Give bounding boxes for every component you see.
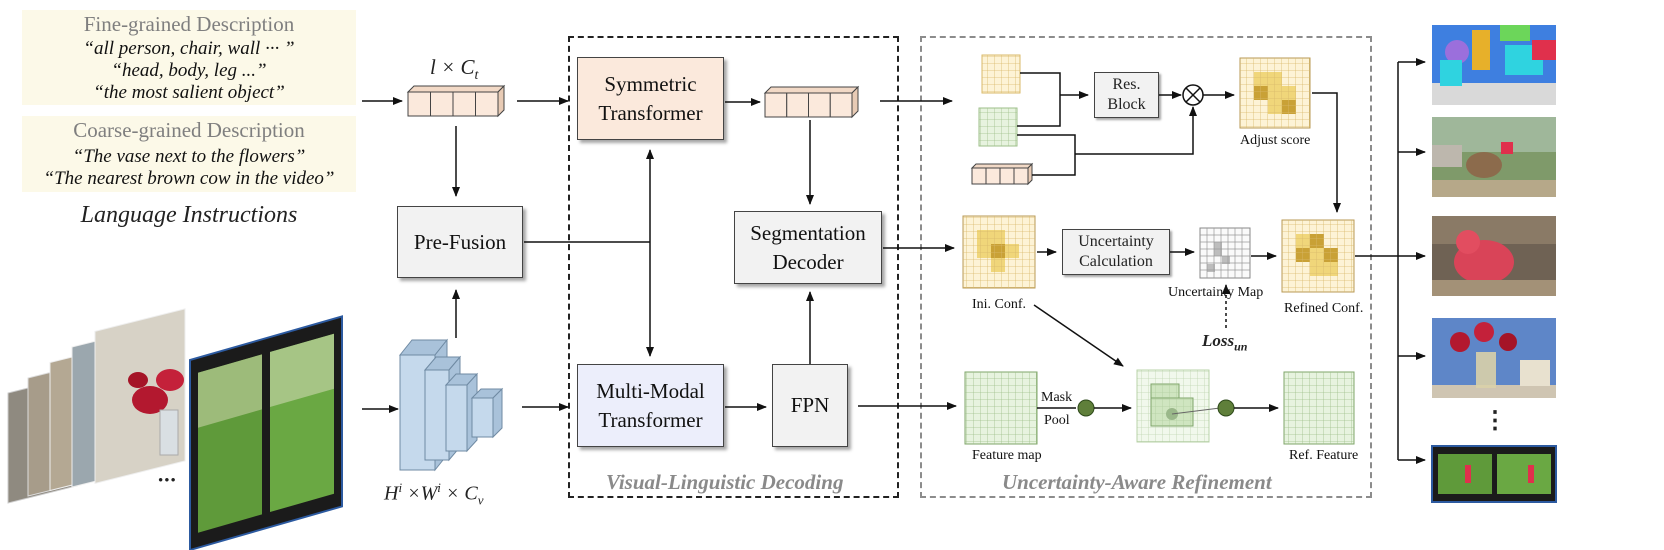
refined-conf-grid: [1281, 219, 1355, 293]
uncertainty-calculation-box: Uncertainty Calculation: [1062, 229, 1170, 275]
text-feature-dim-label: l × Ct: [430, 55, 478, 84]
ini-conf-grid: [962, 215, 1036, 289]
input-frames-stack: [7, 308, 343, 550]
symmetric-transformer-line-2: Transformer: [598, 100, 703, 125]
visual-dim-i1: i: [398, 480, 403, 495]
output-thumbnail-4: [1432, 318, 1556, 398]
ini-conf-label: Ini. Conf.: [972, 297, 1027, 312]
text-dim-sub: t: [474, 68, 479, 84]
language-instructions-label: Language Instructions: [80, 202, 298, 228]
frames-ellipsis: •••: [158, 473, 177, 489]
loss-un-label: Lossun: [1202, 331, 1247, 354]
symmetric-transformer-box: Symmetric Transformer: [577, 57, 724, 140]
section-visual-linguistic-decoding: Visual-Linguistic Decoding: [606, 470, 844, 494]
fpn-label: FPN: [790, 393, 830, 417]
ref-feature-label: Ref. Feature: [1289, 448, 1359, 463]
small-text-tokens: [970, 162, 1034, 186]
loss-sub: un: [1234, 339, 1248, 354]
multiply-operator: [1182, 84, 1204, 106]
res-block-box: Res. Block: [1094, 72, 1159, 118]
visual-dim-sub: v: [477, 492, 484, 508]
uncertainty-calculation-line-2: Calculation: [1079, 253, 1153, 270]
coarse-grained-quote-2: “The nearest brown cow in the video”: [43, 168, 335, 189]
text-dim-main: l × C: [430, 55, 475, 79]
adjust-score-label: Adjust score: [1240, 133, 1311, 148]
coarse-grained-quote-1: “The vase next to the flowers”: [72, 146, 306, 167]
visual-dim-i2: i: [437, 480, 441, 495]
fpn-box: FPN: [772, 364, 848, 447]
coarse-grained-title: Coarse-grained Description: [73, 118, 305, 142]
mask-pool-node: [1077, 399, 1095, 417]
feature-map-grid: [964, 371, 1038, 445]
adjust-score-grid: [1239, 57, 1311, 129]
mask-label: Mask: [1041, 390, 1073, 405]
masked-feature-grid: [1136, 369, 1221, 443]
multi-modal-transformer-line-1: Multi-Modal: [596, 378, 705, 403]
fine-grained-description-box: Fine-grained Description “all person, ch…: [22, 10, 356, 105]
output-thumbnails: [1431, 25, 1557, 503]
refined-conf-label: Refined Conf.: [1284, 301, 1364, 316]
segmentation-decoder-line-1: Segmentation: [750, 220, 866, 245]
uncertainty-aware-refinement-frame: [920, 36, 1372, 498]
section-uncertainty-aware-refinement: Uncertainty-Aware Refinement: [1002, 470, 1272, 494]
ref-feature-grid: [1283, 371, 1355, 445]
refine-node: [1217, 399, 1235, 417]
visual-dim-c: × C: [440, 482, 478, 505]
symmetric-transformer-line-1: Symmetric: [604, 71, 697, 96]
visual-feature-dim-label: Hi ×Wi × Cv: [384, 480, 483, 509]
flow-arrows: [362, 58, 1426, 464]
outputs-ellipsis: ⋮: [1483, 408, 1507, 434]
output-thumbnail-5: [1431, 445, 1557, 503]
res-block-line-1: Res.: [1112, 76, 1141, 93]
segmentation-decoder-box: Segmentation Decoder: [734, 211, 882, 284]
visual-backbone-encoder: [398, 338, 504, 472]
loss-main: Loss: [1202, 331, 1235, 350]
pre-fusion-box: Pre-Fusion: [397, 206, 523, 278]
visual-dim-w: ×W: [402, 482, 438, 505]
coarse-grained-description-box: Coarse-grained Description “The vase nex…: [22, 116, 356, 192]
segmentation-decoder-line-2: Decoder: [772, 249, 844, 274]
output-thumbnail-3: [1432, 216, 1556, 296]
multi-modal-transformer-line-2: Transformer: [598, 407, 703, 432]
output-thumbnail-1: [1432, 25, 1556, 105]
pre-fusion-label: Pre-Fusion: [413, 229, 507, 254]
uncertainty-map-label: Uncertainty Map: [1168, 285, 1264, 300]
fine-grained-quote-2: “head, body, leg ...”: [111, 60, 267, 81]
visual-dim-h: H: [384, 482, 399, 505]
symmetric-output-tokens: [763, 85, 860, 119]
text-feature-tokens: [406, 84, 506, 118]
visual-linguistic-decoding-frame: [568, 36, 899, 498]
pool-label: Pool: [1044, 413, 1070, 428]
multi-modal-transformer-box: Multi-Modal Transformer: [577, 364, 724, 447]
fine-grained-quote-3: “the most salient object”: [93, 82, 285, 103]
uncertainty-map-grid: [1199, 227, 1251, 279]
uncertainty-calculation-line-1: Uncertainty: [1078, 233, 1154, 250]
fine-grained-title: Fine-grained Description: [83, 12, 295, 36]
feature-map-label: Feature map: [972, 448, 1042, 463]
fine-grained-quote-1: “all person, chair, wall ··· ”: [83, 38, 295, 59]
output-thumbnail-2: [1432, 117, 1556, 197]
res-block-line-2: Block: [1107, 96, 1146, 113]
